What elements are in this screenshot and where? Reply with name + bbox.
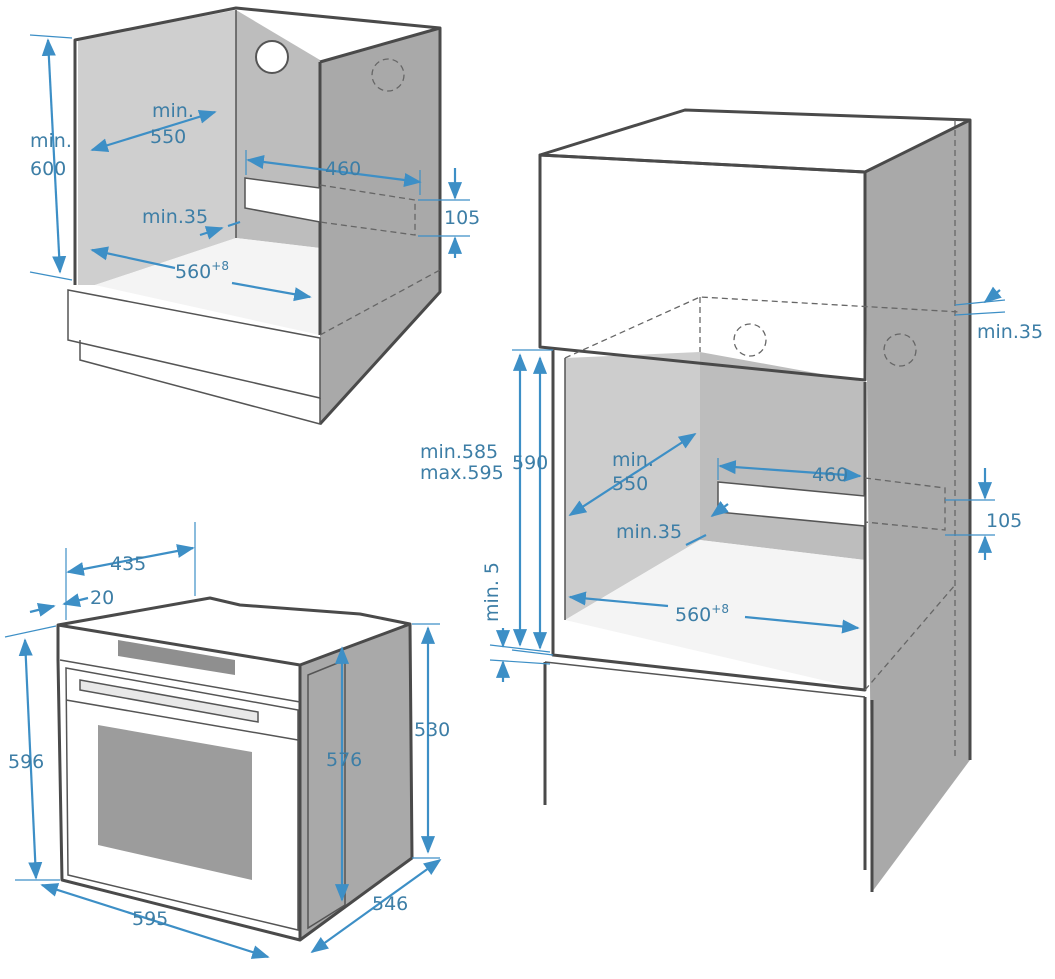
label-front-depth-20: 20	[90, 587, 114, 609]
label-depth-550: 550	[150, 126, 186, 148]
label-height-600: 600	[30, 158, 66, 180]
label-width-560-tall: 560+8	[675, 602, 729, 626]
label-top-gap: min.35	[977, 321, 1043, 343]
tall-cabinet	[538, 108, 972, 892]
label-min-height: min.	[30, 130, 72, 152]
label-vent-width-460: 460	[325, 158, 361, 180]
label-vent-depth: min.35	[142, 206, 208, 228]
width-tolerance: +8	[211, 259, 229, 273]
width-value: 560	[175, 261, 211, 283]
label-depth-min-tall: min.	[612, 449, 654, 471]
label-vent-width-460-tall: 460	[812, 464, 848, 486]
label-opening-max: max.595	[420, 462, 504, 484]
tall-unit-dimensions: min.35 min.585 max.595 590 min. 550 460 …	[420, 286, 1043, 682]
label-opening-min: min.585	[420, 441, 498, 463]
door-window	[98, 725, 252, 880]
label-base-gap: min. 5	[481, 562, 503, 622]
label-top-depth-435: 435	[110, 553, 146, 575]
label-side-height-530: 530	[414, 719, 450, 741]
hidden-socket-icon	[371, 58, 405, 92]
width-tolerance: +8	[711, 602, 729, 616]
label-depth-546: 546	[372, 893, 408, 915]
width-value: 560	[675, 604, 711, 626]
label-opening-590: 590	[512, 452, 548, 474]
door-handle	[79, 679, 259, 723]
label-width-595: 595	[132, 908, 168, 930]
label-depth-min: min.	[152, 100, 194, 122]
oven-dimensions: 435 20 596 576 530 595 546	[4, 522, 450, 959]
hidden-socket-side-icon	[883, 333, 917, 367]
socket-hole-icon	[255, 40, 289, 74]
under-counter-cabinet	[67, 6, 442, 426]
label-width-560: 560+8	[175, 259, 229, 283]
label-vent-height-105: 105	[444, 207, 480, 229]
label-vent-depth-tall: min.35	[616, 521, 682, 543]
label-height-596: 596	[8, 751, 44, 773]
control-display	[118, 640, 235, 675]
label-depth-550-tall: 550	[612, 473, 648, 495]
hidden-socket-icon	[733, 323, 767, 357]
label-body-height-576: 576	[326, 749, 362, 771]
under-counter-dimensions: min. 600 min. 550 460 105 min.35 560+8	[29, 34, 480, 302]
label-vent-height-105-tall: 105	[986, 510, 1022, 532]
